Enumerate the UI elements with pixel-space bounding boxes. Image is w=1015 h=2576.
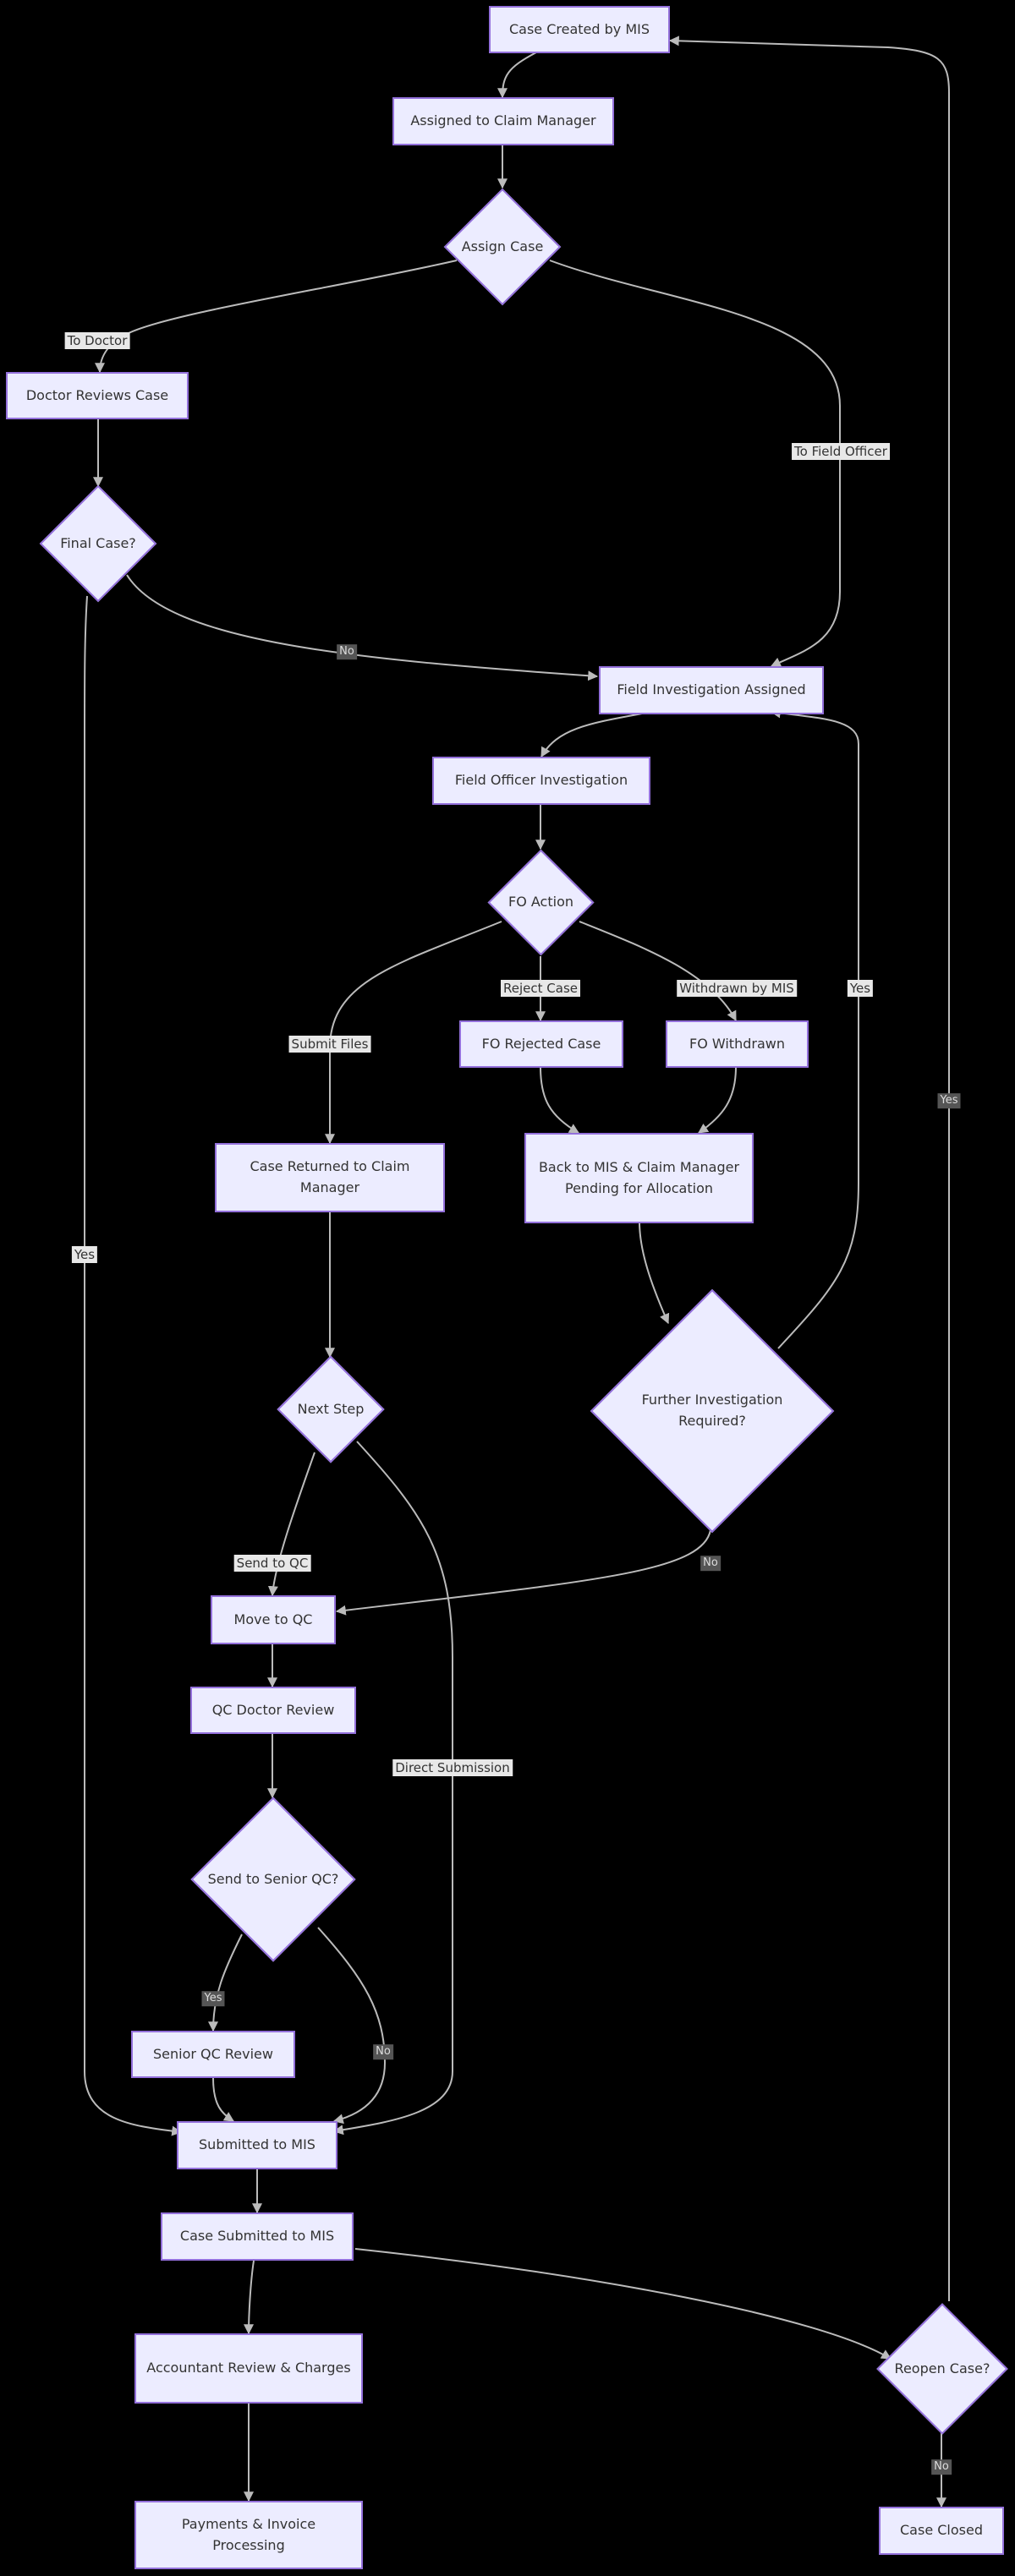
edge-final-to-fi-no bbox=[126, 574, 599, 681]
edge-label-final-yes: Yes bbox=[71, 1246, 98, 1263]
node-next-step: Next Step bbox=[277, 1355, 385, 1463]
edge-label-withdrawn-by-mis: Withdrawn by MIS bbox=[677, 980, 797, 997]
edge-label-reopen-yes: Yes bbox=[937, 1093, 961, 1108]
node-fo-withdrawn: FO Withdrawn bbox=[666, 1020, 809, 1068]
edge-label-further-yes: Yes bbox=[847, 980, 874, 997]
assign-case-label: Assign Case bbox=[461, 238, 544, 254]
node-submitted-to-mis: Submitted to MIS bbox=[177, 2121, 337, 2169]
node-move-to-qc: Move to QC bbox=[211, 1595, 336, 1644]
node-payments-invoice: Payments & Invoice Processing bbox=[134, 2501, 363, 2569]
edge-assigncase-to-doctor bbox=[95, 260, 458, 374]
node-assign-case: Assign Case bbox=[443, 188, 562, 306]
node-case-submitted-to-mis: Case Submitted to MIS bbox=[161, 2212, 354, 2261]
edge-casesubmitted-to-reopen bbox=[354, 2248, 892, 2360]
node-send-to-senior-qc: Send to Senior QC? bbox=[190, 1797, 356, 1962]
edge-further-no-to-moveqc bbox=[335, 1529, 711, 1616]
edge-foaction-to-withdrawn bbox=[579, 921, 737, 1022]
edge-sendsenior-to-seniorqc bbox=[208, 1933, 243, 2032]
fo-action-label: FO Action bbox=[508, 894, 573, 911]
node-accountant-review: Accountant Review & Charges bbox=[134, 2333, 363, 2404]
edge-seniorqc-to-submitted bbox=[212, 2077, 235, 2122]
edge-label-to-field-officer: To Field Officer bbox=[792, 443, 890, 460]
edge-label-send-to-qc: Send to QC bbox=[233, 1555, 311, 1572]
edge-foaction-to-returned bbox=[325, 921, 502, 1145]
node-case-created: Case Created by MIS bbox=[489, 6, 670, 53]
edge-assigncase-to-fi bbox=[549, 260, 841, 667]
edge-label-senior-yes: Yes bbox=[201, 1991, 225, 2006]
edge-nextstep-to-moveqc bbox=[267, 1452, 315, 1597]
node-further-investigation: Further Investigation Required? bbox=[590, 1288, 835, 1534]
node-qc-doctor-review: QC Doctor Review bbox=[190, 1687, 356, 1734]
edge-label-to-doctor: To Doctor bbox=[64, 332, 130, 349]
edge-casesubmitted-to-accountant bbox=[244, 2260, 255, 2335]
node-reopen-case: Reopen Case? bbox=[876, 2303, 1008, 2435]
edge-rejected-to-back bbox=[540, 1066, 580, 1134]
node-back-to-mis: Back to MIS & Claim Manager Pending for … bbox=[524, 1133, 754, 1223]
edge-reopen-yes-to-created bbox=[668, 36, 950, 2301]
edge-label-final-no: No bbox=[337, 644, 357, 659]
edge-fi-to-foinv bbox=[540, 711, 652, 758]
edge-label-senior-no: No bbox=[373, 2044, 393, 2059]
edge-label-direct-submission: Direct Submission bbox=[392, 1759, 513, 1776]
node-fo-rejected-case: FO Rejected Case bbox=[459, 1020, 623, 1068]
edge-label-reopen-no: No bbox=[931, 2459, 952, 2475]
further-investigation-label: Further Investigation Required? bbox=[641, 1392, 783, 1429]
edge-back-to-further bbox=[639, 1221, 670, 1325]
edge-created-to-assigned bbox=[497, 52, 537, 99]
final-case-label: Final Case? bbox=[60, 534, 136, 551]
node-senior-qc-review: Senior QC Review bbox=[131, 2031, 295, 2078]
node-assigned-claim-manager: Assigned to Claim Manager bbox=[392, 97, 614, 145]
edge-label-reject-case: Reject Case bbox=[501, 980, 580, 997]
edge-label-further-no: No bbox=[700, 1556, 721, 1571]
edge-label-submit-files: Submit Files bbox=[288, 1036, 371, 1053]
edge-nextstep-to-submitted bbox=[332, 1441, 453, 2136]
node-field-officer-investigation: Field Officer Investigation bbox=[432, 757, 650, 805]
node-fo-action: FO Action bbox=[487, 849, 595, 956]
node-field-investigation-assigned: Field Investigation Assigned bbox=[599, 666, 824, 714]
node-doctor-reviews-case: Doctor Reviews Case bbox=[6, 372, 189, 419]
node-case-returned: Case Returned to Claim Manager bbox=[215, 1143, 445, 1212]
node-case-closed: Case Closed bbox=[879, 2507, 1004, 2555]
send-to-senior-qc-label: Send to Senior QC? bbox=[207, 1870, 339, 1887]
next-step-label: Next Step bbox=[297, 1400, 365, 1417]
edge-further-yes-to-fi bbox=[770, 708, 859, 1349]
edge-final-to-submitted-yes bbox=[84, 595, 183, 2136]
node-final-case: Final Case? bbox=[39, 484, 157, 603]
reopen-case-label: Reopen Case? bbox=[894, 2360, 990, 2376]
edge-withdrawn-to-back bbox=[698, 1066, 737, 1134]
